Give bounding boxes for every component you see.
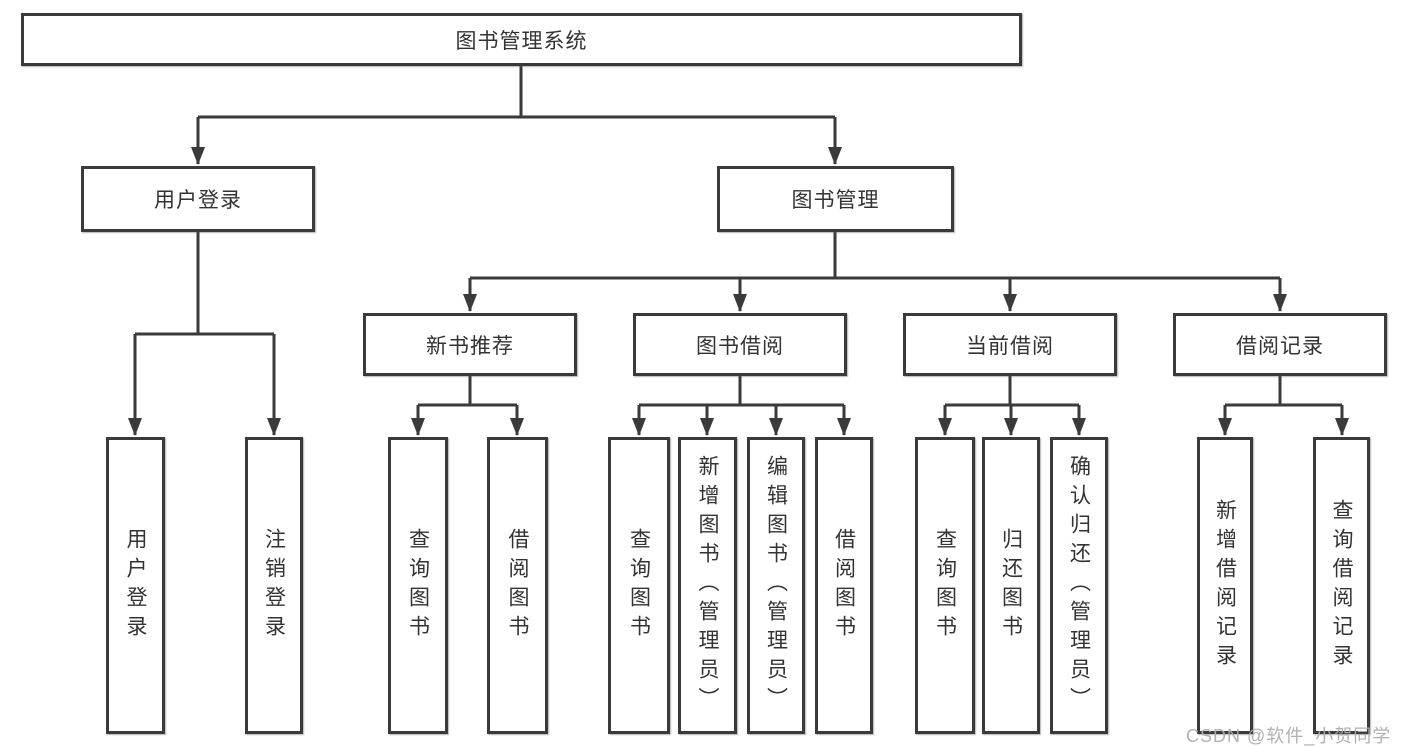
leaf-recommend-borrow-books: 借阅图书 [487, 437, 548, 734]
node-user-login: 用户登录 [81, 166, 315, 232]
node-borrow-records: 借阅记录 [1173, 313, 1387, 376]
leaf-add-borrow-record: 新增借阅记录 [1197, 437, 1253, 734]
leaf-recommend-query-books: 查询图书 [388, 437, 448, 734]
node-current-borrow: 当前借阅 [903, 313, 1117, 376]
leaf-add-books-admin-label: 新增图书（管理员） [696, 455, 719, 716]
node-root: 图书管理系统 [21, 13, 1022, 66]
node-book-borrow: 图书借阅 [633, 313, 847, 376]
leaf-user-login-label: 用户登录 [124, 527, 147, 644]
leaf-user-login: 用户登录 [106, 437, 165, 734]
leaf-recommend-borrow-books-label: 借阅图书 [506, 527, 529, 644]
node-new-book-recommend-label: 新书推荐 [426, 334, 514, 358]
leaf-edit-books-admin-label: 编辑图书（管理员） [764, 455, 788, 716]
leaf-borrow-query-books-label: 查询图书 [627, 527, 651, 644]
node-book-management-label: 图书管理 [791, 189, 880, 212]
node-new-book-recommend: 新书推荐 [363, 313, 577, 376]
leaf-add-books-admin: 新增图书（管理员） [678, 437, 737, 734]
node-current-borrow-label: 当前借阅 [966, 334, 1054, 358]
node-book-borrow-label: 图书借阅 [696, 334, 784, 358]
leaf-borrow-books: 借阅图书 [815, 437, 873, 734]
leaf-return-books: 归还图书 [982, 437, 1040, 734]
csdn-watermark: CSDN @软件_小贺同学 [1186, 726, 1392, 746]
leaf-return-books-label: 归还图书 [999, 527, 1023, 644]
node-borrow-records-label: 借阅记录 [1236, 334, 1324, 358]
node-root-label: 图书管理系统 [455, 29, 588, 53]
leaf-borrow-query-books: 查询图书 [608, 437, 670, 734]
leaf-confirm-return-admin-label: 确认归还（管理员） [1067, 455, 1091, 716]
leaf-confirm-return-admin: 确认归还（管理员） [1050, 437, 1108, 734]
node-book-management: 图书管理 [717, 166, 954, 232]
node-user-login-label: 用户登录 [154, 189, 242, 212]
leaf-edit-books-admin: 编辑图书（管理员） [747, 437, 805, 734]
leaf-recommend-query-books-label: 查询图书 [406, 527, 430, 644]
leaf-current-query-books: 查询图书 [915, 437, 975, 734]
leaf-borrow-books-label: 借阅图书 [832, 527, 856, 644]
leaf-query-borrow-record-label: 查询借阅记录 [1330, 498, 1353, 673]
leaf-add-borrow-record-label: 新增借阅记录 [1213, 498, 1237, 673]
leaf-query-borrow-record: 查询借阅记录 [1313, 437, 1370, 734]
leaf-logout-label: 注销登录 [262, 527, 286, 644]
leaf-current-query-books-label: 查询图书 [933, 527, 957, 644]
leaf-logout: 注销登录 [245, 437, 303, 734]
